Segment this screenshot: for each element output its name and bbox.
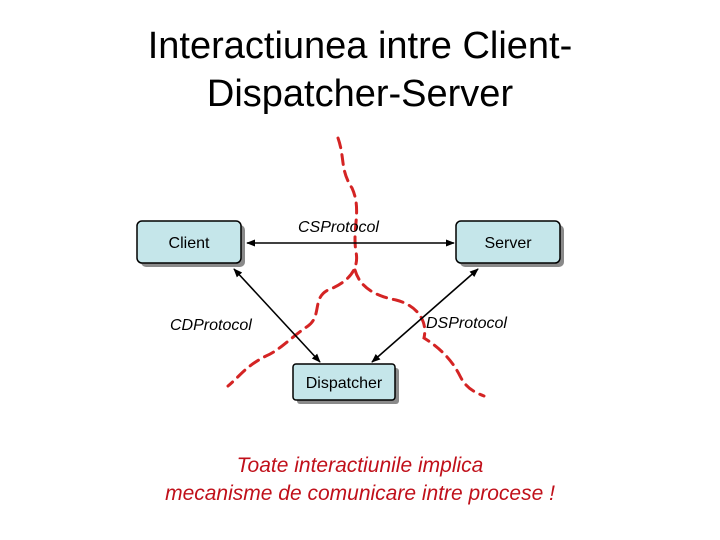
cs-protocol-label: CSProtocol <box>298 219 379 236</box>
client-dispatcher-edge <box>233 268 321 363</box>
server-dispatcher-edge <box>371 268 479 363</box>
note-line-1: Toate interactiunile implica <box>236 454 484 477</box>
title-line-2: Dispatcher-Server <box>206 73 514 115</box>
ds-protocol-label: DSProtocol <box>426 315 507 332</box>
slide-title: Interactiunea intre Client- Dispatcher-S… <box>0 22 720 118</box>
title-line-1: Interactiunea intre Client- <box>147 25 573 67</box>
dispatcher-label: Dispatcher <box>306 375 383 392</box>
server-node: Server <box>455 220 564 267</box>
server-label: Server <box>484 235 532 252</box>
note-line-2: mecanisme de comunicare intre procese ! <box>165 482 555 505</box>
dispatcher-node: Dispatcher <box>292 363 399 404</box>
footer-note: Toate interactiunile implica mecanisme d… <box>0 452 720 508</box>
process-boundary-center <box>226 136 359 388</box>
client-node: Client <box>136 220 245 267</box>
cd-protocol-label: CDProtocol <box>170 317 252 334</box>
client-label: Client <box>169 235 210 252</box>
